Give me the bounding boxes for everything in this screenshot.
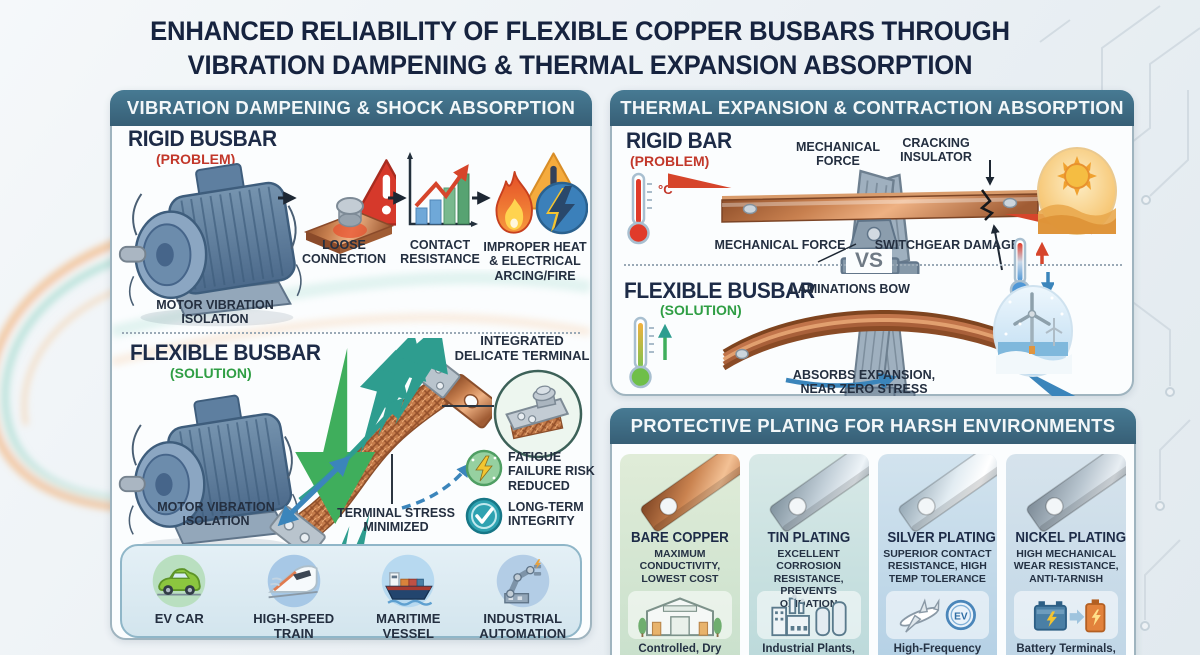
applications-band: EV CAR HIGH-SPEED TRAIN — [120, 544, 582, 641]
mechanical-force-top-label: MECHANICAL FORCE — [795, 140, 881, 169]
silver-plated-lug-icon — [898, 454, 998, 532]
fatigue-failure-label: FATIGUE FAILURE RISK REDUCED — [508, 450, 595, 493]
application-label: INDUSTRIAL AUTOMATION — [479, 611, 567, 641]
flexible-busbar-heading: FLEXIBLE BUSBAR — [130, 340, 321, 365]
high-speed-train-icon — [267, 554, 321, 608]
plating-icon-tile — [756, 591, 861, 639]
application-train: HIGH-SPEED TRAIN — [238, 552, 350, 642]
ev-car-icon — [152, 554, 206, 608]
thermal-panel: THERMAL EXPANSION & CONTRACTION ABSORPTI… — [610, 90, 1134, 396]
flow-arrow-icon — [278, 191, 297, 205]
rigid-bar-assembly-icon — [668, 156, 1092, 274]
terminal-detail-magnifier-icon — [493, 369, 583, 459]
application-label: EV CAR — [154, 611, 204, 626]
rigid-busbar-problem-tag: (PROBLEM) — [156, 151, 236, 167]
plating-icon-tile: EV — [885, 591, 990, 639]
plating-icon-tile — [1014, 591, 1118, 639]
absorbs-expansion-label: ABSORBS EXPANSION, NEAR ZERO STRESS — [792, 368, 936, 397]
nickel-plated-lug-icon — [1026, 454, 1126, 532]
flexible-busbar-heading: FLEXIBLE BUSBAR — [624, 278, 815, 303]
application-ev-car: EV CAR — [123, 552, 235, 627]
plating-column-tin: TIN PLATING EXCELLENT CORROSION RESISTAN… — [748, 454, 869, 655]
flow-arrow-icon — [388, 191, 407, 205]
plating-benefit: HIGH MECHANICAL WEAR RESISTANCE, ANTI-TA… — [1013, 548, 1119, 585]
application-label: HIGH-SPEED TRAIN — [253, 611, 335, 641]
stress-pointer-line — [391, 454, 393, 504]
laminations-bow-label: LAMINATIONS BOW — [790, 282, 910, 296]
vs-label: VS — [846, 249, 892, 273]
plating-use: Controlled, Dry Indoor Environments — [638, 643, 722, 655]
teal-check-badge-icon — [465, 497, 503, 535]
plating-benefit: EXCELLENT CORROSION RESISTANCE, PREVENTS… — [773, 548, 844, 610]
vibration-panel-header: VIBRATION DAMPENING & SHOCK ABSORPTION — [110, 90, 592, 126]
thermal-panel-header: THERMAL EXPANSION & CONTRACTION ABSORPTI… — [610, 90, 1134, 126]
bare-copper-lug-icon — [640, 454, 740, 532]
factory-icon — [771, 594, 847, 637]
bolted-joint-warning-icon — [303, 159, 396, 254]
long-term-integrity-label: LONG-TERM INTEGRITY — [508, 500, 584, 529]
plating-panel-header: PROTECTIVE PLATING FOR HARSH ENVIRONMENT… — [610, 408, 1136, 444]
plating-benefit: SUPERIOR CONTACT RESISTANCE, HIGH TEMP T… — [883, 548, 992, 585]
switchgear-damage-label: SWITCHGEAR DAMAGE — [874, 238, 1020, 252]
rigid-bar-heading: RIGID BAR — [626, 128, 732, 153]
tin-plated-lug-icon — [769, 454, 869, 532]
cargo-ship-icon — [381, 554, 435, 608]
green-lightning-badge-icon — [465, 449, 503, 487]
integrated-terminal-label: INTEGRATED DELICATE TERMINAL — [454, 333, 590, 363]
page-title: ENHANCED RELIABILITY OF FLEXIBLE COPPER … — [77, 14, 1084, 82]
cracking-insulator-label: CRACKING INSULATOR — [900, 136, 972, 165]
flexible-busbar-solution-tag: (SOLUTION) — [170, 365, 252, 381]
application-automation: INDUSTRIAL AUTOMATION — [467, 552, 579, 642]
plating-name: SILVER PLATING — [886, 530, 996, 546]
plating-name: BARE COPPER — [630, 530, 729, 546]
application-vessel: MARITIME VESSEL — [352, 552, 464, 642]
battery-icon — [1034, 599, 1106, 633]
rigid-bar-problem-tag: (PROBLEM) — [630, 153, 710, 169]
loose-connection-label: LOOSE CONNECTION — [301, 238, 387, 267]
section-divider — [122, 332, 580, 334]
flexible-busbar-solution-tag: (SOLUTION) — [660, 302, 742, 318]
plating-panel: PROTECTIVE PLATING FOR HARSH ENVIRONMENT… — [610, 408, 1136, 655]
plating-icon-tile — [628, 591, 732, 639]
plating-name: TIN PLATING — [767, 530, 850, 546]
up-arrow-icon — [658, 323, 672, 360]
vibration-panel: VIBRATION DAMPENING & SHOCK ABSORPTION R… — [110, 90, 595, 641]
terminal-stress-label: TERMINAL STRESS MINIMIZED — [337, 506, 455, 535]
ev-badge-text: EV — [954, 612, 968, 623]
application-label: MARITIME VESSEL — [376, 611, 441, 641]
rising-bar-chart-icon — [407, 152, 478, 227]
flexible-braided-busbar-icon — [269, 338, 492, 570]
plating-column-bare-copper: BARE COPPER MAXIMUM CONDUCTIVITY, LOWEST… — [620, 454, 740, 655]
title-line-1: ENHANCED RELIABILITY OF FLEXIBLE COPPER … — [150, 16, 1010, 46]
terminal-leader-line — [442, 405, 494, 407]
plating-columns: BARE COPPER MAXIMUM CONDUCTIVITY, LOWEST… — [620, 454, 1126, 655]
robot-arm-icon — [496, 554, 550, 608]
plating-use: Battery Terminals, Chemically Aggressive… — [1016, 643, 1116, 655]
improper-heat-label: IMPROPER HEAT & ELECTRICAL ARCING/FIRE — [483, 240, 587, 283]
warehouse-icon — [638, 597, 722, 637]
mechanical-force-bottom-label: MECHANICAL FORCE — [714, 238, 846, 252]
hot-thermometer-icon — [627, 172, 652, 245]
plating-use: Industrial Plants, General Outdoor Enclo… — [762, 643, 855, 655]
wind-turbine-winter-icon — [993, 285, 1073, 377]
desert-sun-icon — [1037, 147, 1117, 235]
plating-benefit: MAXIMUM CONDUCTIVITY, LOWEST COST — [639, 548, 721, 585]
hot-cold-thermometer-icon — [1009, 237, 1031, 301]
plating-column-nickel: NICKEL PLATING HIGH MECHANICAL WEAR RESI… — [1006, 454, 1126, 655]
motor-vibration-isolation-label: MOTOR VIBRATION ISOLATION — [157, 500, 275, 529]
plating-name: NICKEL PLATING — [1015, 530, 1126, 546]
plating-use: High-Frequency Applications, Aerospace, … — [893, 643, 982, 655]
airplane-ev-icon: EV — [900, 598, 977, 633]
title-line-2: VIBRATION DAMPENING & THERMAL EXPANSION … — [187, 50, 973, 81]
warm-thermometer-icon — [629, 316, 654, 389]
rigid-busbar-heading: RIGID BUSBAR — [128, 126, 277, 151]
plating-column-silver: SILVER PLATING SUPERIOR CONTACT RESISTAN… — [877, 454, 998, 655]
fire-and-lightning-icon — [495, 152, 588, 235]
contact-resistance-label: CONTACT RESISTANCE — [400, 238, 480, 267]
motor-vibration-isolation-label: MOTOR VIBRATION ISOLATION — [156, 298, 274, 327]
flow-arrow-icon — [472, 191, 491, 205]
